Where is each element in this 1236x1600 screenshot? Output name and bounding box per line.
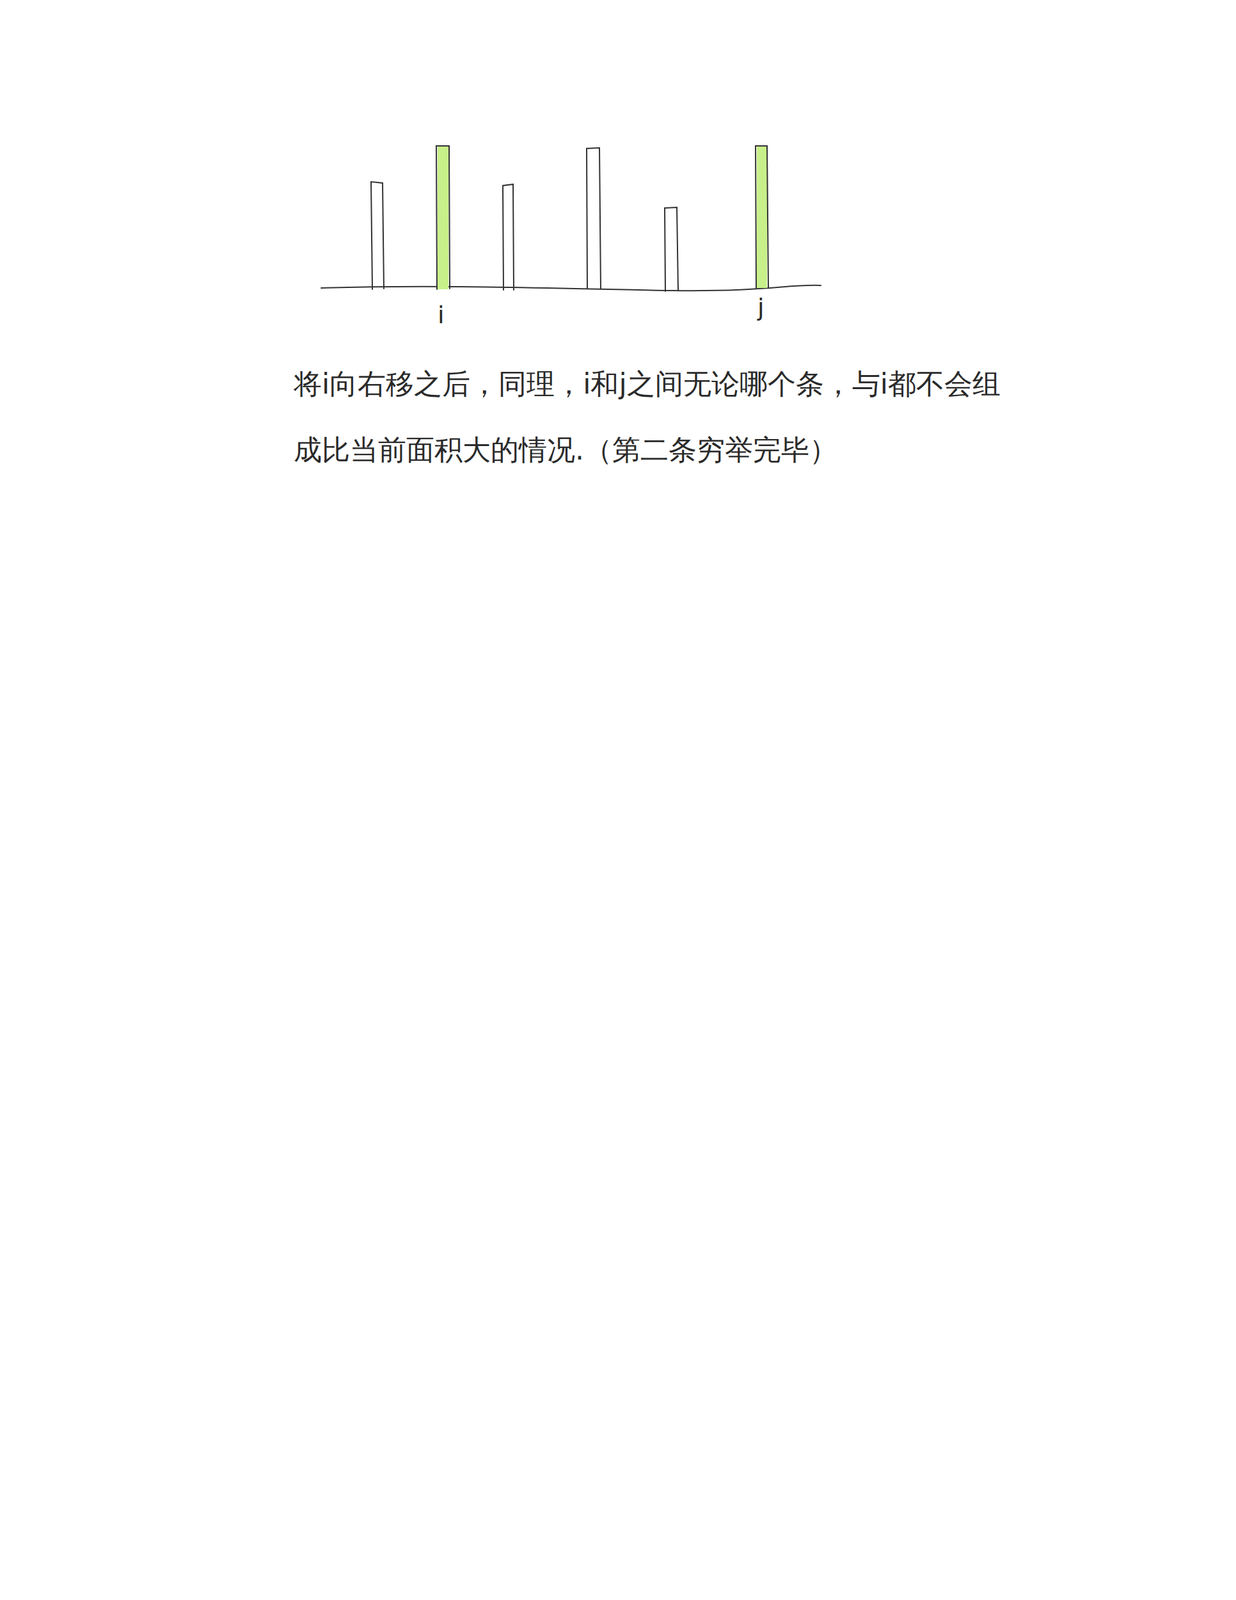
highlight-bar-fill <box>756 145 768 288</box>
note-text: 将i向右移之后，同理，i和j之间无论哪个条，与i都不会组成比当前面积大的情况.（… <box>293 350 1023 483</box>
highlight-bar <box>436 145 450 290</box>
bar <box>664 207 679 292</box>
pointer-label: j <box>757 293 765 322</box>
bar <box>502 184 514 290</box>
highlight-bar-fill <box>437 145 449 290</box>
bar <box>586 147 601 289</box>
highlight-bar <box>755 145 769 288</box>
ground-line <box>321 285 821 291</box>
pointer-label: i <box>437 300 445 329</box>
bar <box>371 181 384 290</box>
